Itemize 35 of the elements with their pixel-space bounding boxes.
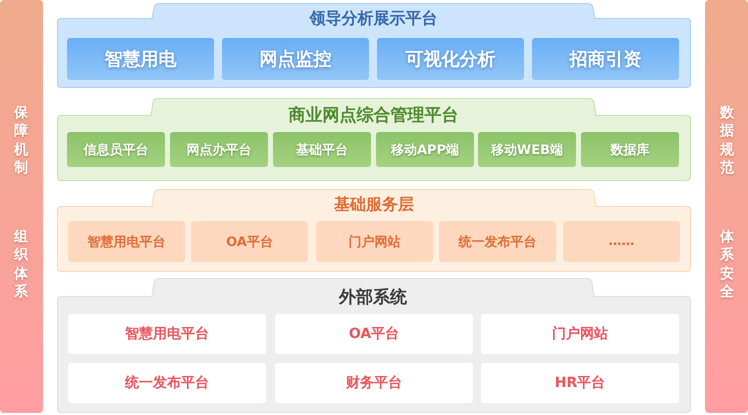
module-tile: 网点办平台	[170, 132, 268, 167]
system-tile: 财务平台	[275, 363, 473, 403]
module-tile: 基础平台	[273, 132, 371, 167]
layer-panel	[57, 98, 691, 181]
module-tile: 智慧用电平台	[68, 221, 185, 262]
module-tile: 移动WEB端	[478, 132, 576, 167]
side-bar	[705, 0, 748, 413]
vertical-label: 组织体系	[14, 228, 28, 302]
module-tile: 门户网站	[316, 221, 433, 262]
module-tile: 可视化分析	[377, 38, 524, 80]
layer-title: 商业网点综合管理平台	[288, 104, 458, 126]
module-tile: ……	[563, 221, 680, 262]
module-tile: 招商引资	[532, 38, 679, 80]
layer-panel	[57, 278, 691, 413]
layer-title: 领导分析展示平台	[310, 8, 438, 30]
vertical-label: 数据规范	[720, 104, 734, 178]
module-tile: 移动APP端	[376, 132, 474, 167]
module-tile: 统一发布平台	[439, 221, 556, 262]
module-tile: 信息员平台	[67, 132, 165, 167]
layer-title: 基础服务层	[334, 194, 414, 216]
system-tile: OA平台	[275, 314, 473, 354]
system-tile: HR平台	[481, 363, 679, 403]
module-tile: 智慧用电	[67, 38, 214, 80]
vertical-label: 保障机制	[14, 104, 28, 178]
side-bar	[0, 0, 43, 413]
system-tile: 门户网站	[481, 314, 679, 354]
vertical-label: 体系安全	[720, 228, 734, 302]
module-tile: OA平台	[191, 221, 308, 262]
layer-panel	[57, 3, 691, 88]
system-tile: 统一发布平台	[68, 363, 266, 403]
layer-panel	[57, 189, 691, 272]
module-tile: 网点监控	[222, 38, 369, 80]
system-tile: 智慧用电平台	[68, 314, 266, 354]
module-tile: 数据库	[581, 132, 679, 167]
layer-title: 外部系统	[339, 286, 407, 308]
